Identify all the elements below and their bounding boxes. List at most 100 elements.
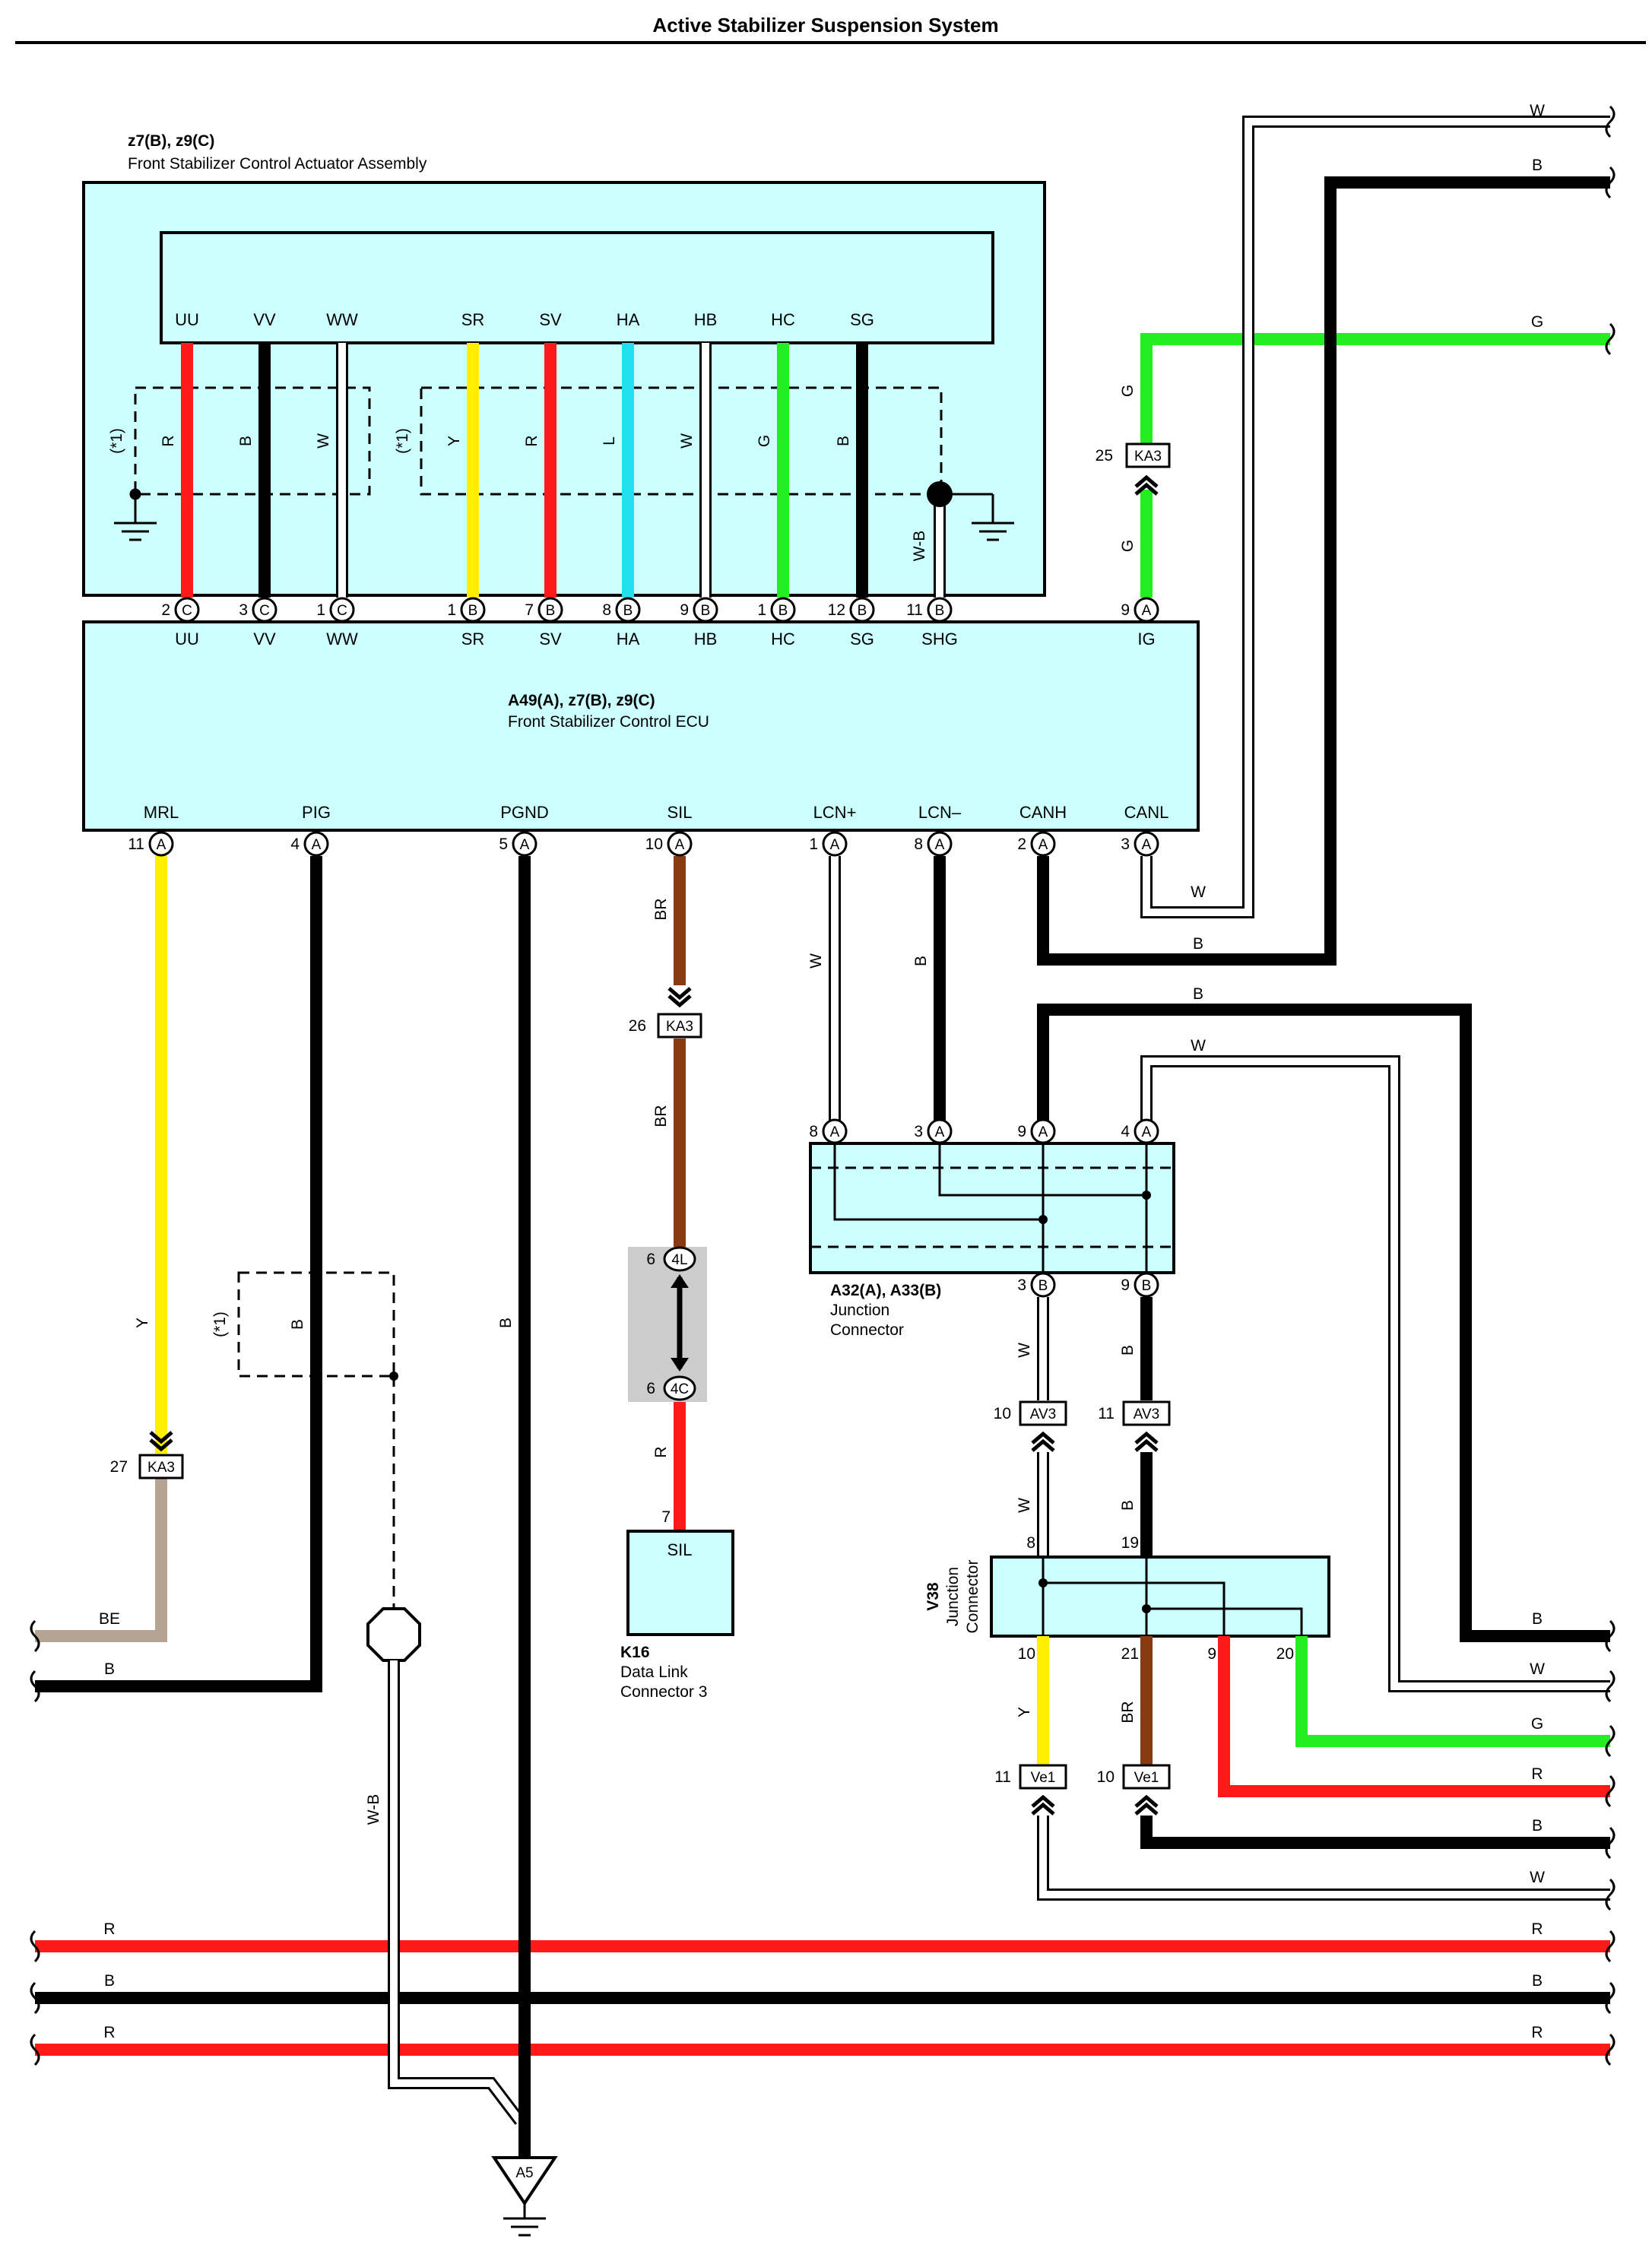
- svg-text:A: A: [830, 1124, 840, 1140]
- connector-ve1-y-num: 11: [994, 1768, 1011, 1786]
- code-sg: B: [835, 436, 852, 446]
- ecu-name: Front Stabilizer Control ECU: [508, 713, 709, 731]
- ecu-top-pin: C 3 VV: [239, 597, 277, 649]
- svg-text:SR: SR: [461, 630, 485, 649]
- right-label-b-bus: B: [1532, 1972, 1543, 1990]
- ecu-term-mrl: MRL: [144, 803, 179, 822]
- junction-v38-bottom-pin: 20: [1276, 1645, 1294, 1663]
- wire-canl: [1140, 116, 1610, 918]
- pig-option-wire: B: [289, 1319, 306, 1330]
- junction-a32-top-pin: A 8: [809, 1118, 848, 1144]
- option-box-motor: [134, 386, 371, 496]
- wire-label-sil-top: BR: [652, 898, 670, 920]
- dlc-box: [626, 1530, 734, 1636]
- ecu-term-pgnd: PGND: [500, 803, 549, 822]
- ecu-top-pin: B 1 HC: [757, 597, 796, 649]
- svg-text:B: B: [546, 603, 556, 619]
- junction-a32-bottom-pin: B 3: [1017, 1272, 1056, 1298]
- connector-4l: [663, 1246, 696, 1272]
- svg-text:HC: HC: [771, 630, 795, 649]
- svg-text:9: 9: [1017, 1123, 1026, 1140]
- code-ha: L: [601, 436, 618, 446]
- svg-text:A: A: [1038, 837, 1048, 853]
- break-marks-right: [1605, 105, 1616, 2066]
- ecu-top-pin: B 9 HB: [680, 597, 718, 649]
- wire-label-pgnd: B: [497, 1318, 515, 1328]
- act-term-sg: SG: [850, 310, 874, 329]
- connector-4c-num: 6: [646, 1380, 655, 1397]
- ecu-bottom-pin: A 10: [645, 831, 693, 857]
- connector-av3-b: [1122, 1400, 1171, 1426]
- actuator-inner-box: [160, 231, 994, 344]
- code-ww: W: [315, 433, 332, 449]
- junction-arrow-up: [671, 1274, 689, 1288]
- dlc-name-2: Connector 3: [620, 1683, 707, 1701]
- left-label-b-bus: B: [104, 1972, 115, 1990]
- ecu-term-pig: PIG: [302, 803, 331, 822]
- junction-v38-bottom-pin: 10: [1018, 1645, 1035, 1663]
- option-mark-sensor: (*1): [394, 428, 411, 454]
- ecu-bottom-pin: A 3: [1121, 831, 1159, 857]
- svg-text:C: C: [182, 603, 192, 619]
- act-term-ha: HA: [617, 310, 640, 329]
- connector-ve1-br: [1122, 1764, 1171, 1790]
- svg-text:2: 2: [1017, 836, 1026, 853]
- junction-a32-name-2: Connector: [830, 1321, 904, 1339]
- svg-text:SHG: SHG: [921, 630, 958, 649]
- wire-label-sil-bottom: R: [652, 1446, 670, 1457]
- wire-v38-g: [1295, 1636, 1610, 1747]
- ecu-term-canl: CANL: [1124, 803, 1169, 822]
- junction-a32-bottom-pin: B 9: [1121, 1272, 1159, 1298]
- connector-4l-num: 6: [646, 1251, 655, 1268]
- junction-v38-bus: [1042, 1557, 1303, 1636]
- ecu-term-lcn-plus: LCN+: [813, 803, 857, 822]
- code-vv: B: [237, 436, 255, 446]
- connector-ve1-y-label: Ve1: [1031, 1770, 1056, 1786]
- junction-a32-bus: [833, 1143, 1148, 1273]
- ecu-bottom-pin: A 4: [290, 831, 329, 857]
- ecu-top-pin: B 8 HA: [602, 597, 641, 649]
- svg-text:A: A: [830, 837, 840, 853]
- svg-text:2: 2: [161, 601, 170, 619]
- ecu-top-pin: C 1 WW: [316, 597, 358, 649]
- connector-av3-b-label: AV3: [1134, 1406, 1160, 1422]
- svg-text:3: 3: [1121, 836, 1130, 853]
- connector-ka3-mrl-num: 27: [110, 1458, 128, 1476]
- wire-label-a32-down-w: W: [1016, 1343, 1033, 1358]
- connector-4c-label: 4C: [671, 1381, 689, 1397]
- junction-v38-top-pin: 19: [1121, 1534, 1139, 1552]
- pig-option-mark: (*1): [211, 1311, 229, 1337]
- act-term-vv: VV: [253, 310, 276, 329]
- junction-v38-node: [1142, 1604, 1151, 1613]
- junction-a32-node: [1142, 1191, 1151, 1200]
- connector-ka3-mrl-label: KA3: [147, 1460, 175, 1476]
- right-label-g-v38: G: [1531, 1715, 1543, 1733]
- ecu-term-canh: CANH: [1019, 803, 1067, 822]
- svg-text:A: A: [935, 1124, 945, 1140]
- svg-text:B: B: [468, 603, 478, 619]
- junction-v38-node: [1038, 1578, 1048, 1587]
- svg-text:B: B: [1038, 1278, 1048, 1294]
- junction-a32-top-pin: A 3: [914, 1118, 953, 1144]
- junction-a32-top-pin: A 4: [1121, 1118, 1159, 1144]
- connector-av3-w: [1019, 1400, 1067, 1426]
- junction-v38-bottom-pin: 9: [1207, 1645, 1216, 1663]
- wire-a32-out-b: [1037, 1004, 1610, 1642]
- option-mark-motor: (*1): [108, 428, 125, 454]
- left-label-r-bottom: R: [103, 2024, 115, 2041]
- ecu-top-pin: C 2 UU: [161, 597, 200, 649]
- svg-text:1: 1: [809, 836, 818, 853]
- svg-text:HA: HA: [617, 630, 640, 649]
- wire-label-v38-y: Y: [1016, 1707, 1033, 1717]
- svg-text:9: 9: [680, 601, 689, 619]
- break-marks-left: [30, 1619, 40, 2066]
- ecu-bottom-pin: A 11: [128, 831, 174, 857]
- wire-label-v38-br: BR: [1119, 1701, 1137, 1723]
- svg-text:8: 8: [809, 1123, 818, 1140]
- connector-ka3-sil-label: KA3: [666, 1019, 693, 1035]
- wire-label-lcn-minus: B: [912, 956, 930, 966]
- svg-text:C: C: [337, 603, 347, 619]
- svg-text:3: 3: [914, 1123, 923, 1140]
- svg-text:3: 3: [1017, 1276, 1026, 1294]
